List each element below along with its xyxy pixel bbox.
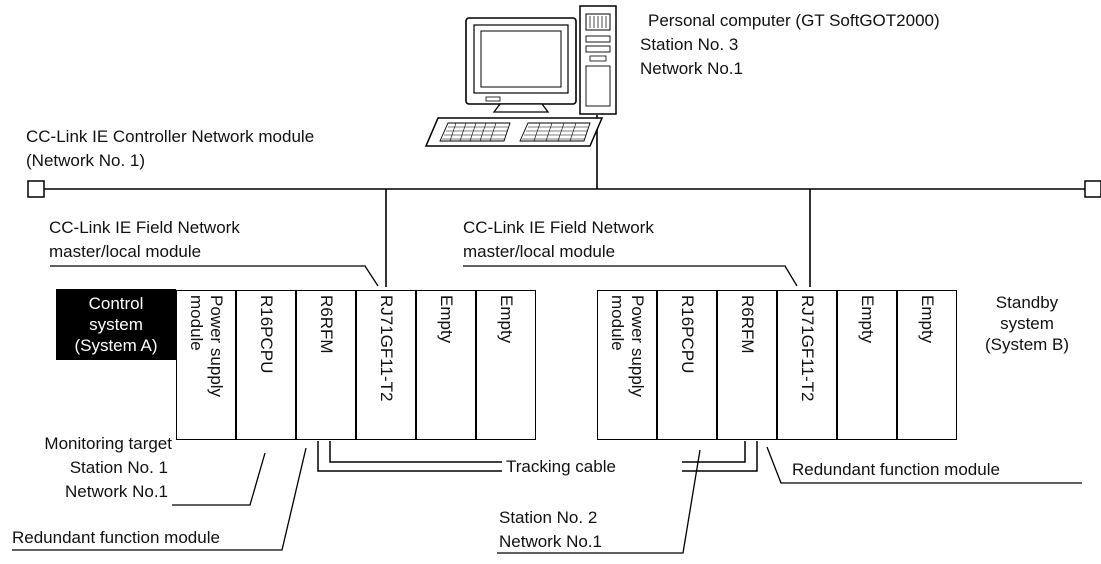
system-a-module-cpu: R16PCPU xyxy=(236,290,296,440)
system-b-module-power: Power supply module xyxy=(597,290,657,440)
system-b-module-rfm: R6RFM xyxy=(717,290,777,440)
field-network-b-line1: CC-Link IE Field Network xyxy=(463,218,654,237)
leader-monitoring-target xyxy=(172,452,266,506)
leader-redundant-right xyxy=(766,446,1082,484)
tracking-cable-label: Tracking cable xyxy=(506,457,616,476)
system-a-module-rfm: R6RFM xyxy=(296,290,356,440)
pc-station: Station No. 3 xyxy=(640,35,739,54)
system-b-module-network: RJ71GF11-T2 xyxy=(777,290,837,440)
system-b-module-cpu: R16PCPU xyxy=(657,290,717,440)
bus-terminator-right xyxy=(1084,180,1101,198)
leader-field-network-b xyxy=(463,265,798,287)
leader-redundant-left xyxy=(12,447,307,551)
leader-field-network-a xyxy=(50,265,379,287)
system-b-label: Standby system (System B) xyxy=(984,293,1070,354)
field-network-a-line2: master/local module xyxy=(49,242,202,261)
monitoring-target-line3: Network No.1 xyxy=(65,482,168,501)
bus-terminator-left xyxy=(27,180,45,198)
field-network-b-line2: master/local module xyxy=(463,242,616,261)
monitoring-target-line2: Station No. 1 xyxy=(69,458,168,477)
system-b-module-empty-2: Empty xyxy=(897,290,957,440)
pc-title: Personal computer (GT SoftGOT2000) xyxy=(648,11,940,30)
computer-icon xyxy=(424,5,617,147)
tracking-cable-left xyxy=(317,441,502,472)
pc-network: Network No.1 xyxy=(640,59,743,78)
station-2-line1: Station No. 2 xyxy=(499,508,598,527)
tracking-cable-right xyxy=(682,441,758,472)
redundant-module-label-right: Redundant function module xyxy=(792,460,1000,479)
monitoring-target-line1: Monitoring target xyxy=(44,434,172,453)
system-a-module-network: RJ71GF11-T2 xyxy=(356,290,416,440)
field-network-a-line1: CC-Link IE Field Network xyxy=(49,218,240,237)
network-module-title: CC-Link IE Controller Network module xyxy=(26,127,315,146)
system-a-module-empty-2: Empty xyxy=(476,290,536,440)
redundant-module-label-left: Redundant function module xyxy=(12,528,220,547)
system-a-module-power: Power supply module xyxy=(176,290,236,440)
system-b-module-empty-1: Empty xyxy=(837,290,897,440)
network-module-number: (Network No. 1) xyxy=(26,151,146,170)
system-a-label: Control system (System A) xyxy=(56,289,176,360)
leader-station-2 xyxy=(497,449,701,554)
station-2-line2: Network No.1 xyxy=(499,532,602,551)
system-a-module-empty-1: Empty xyxy=(416,290,476,440)
